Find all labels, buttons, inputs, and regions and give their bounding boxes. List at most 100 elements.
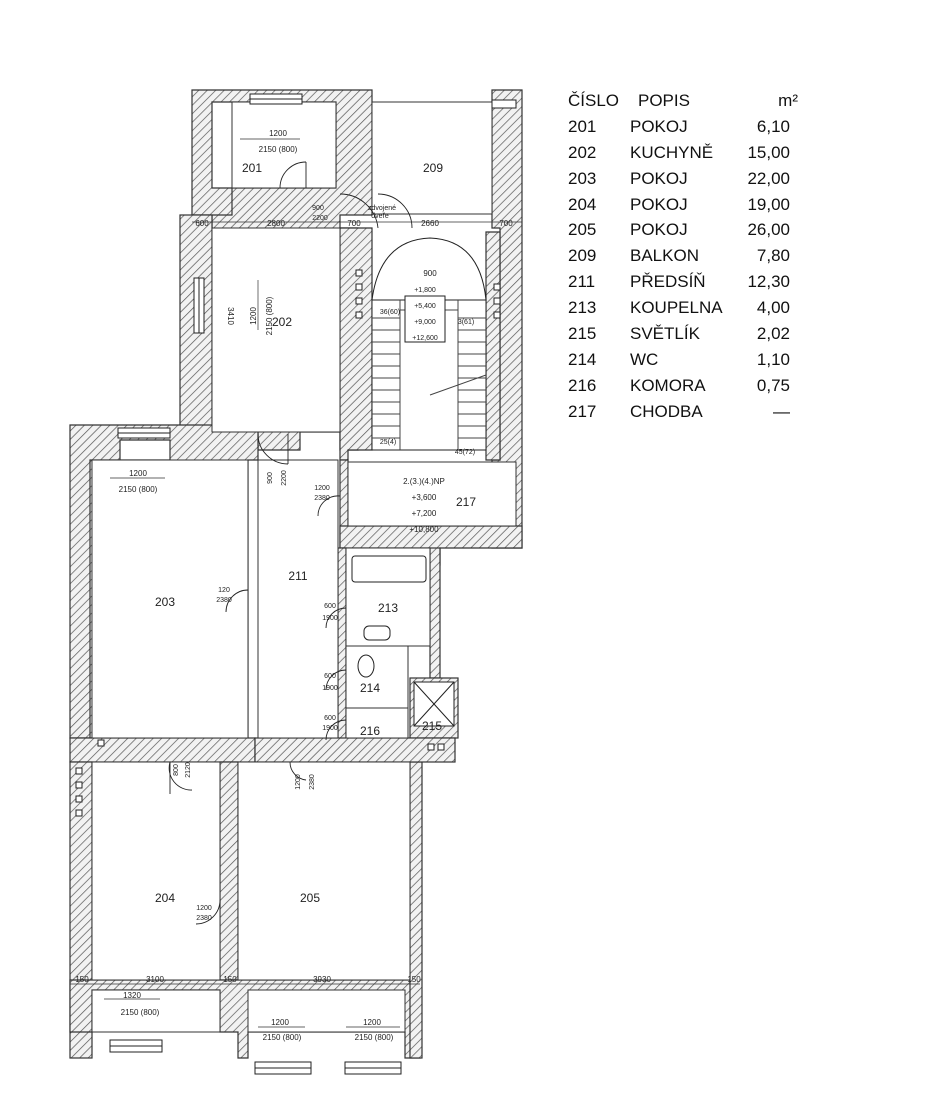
- legend-num: 205: [568, 220, 597, 240]
- legend-desc: KOMORA: [630, 375, 706, 395]
- wall-bottom-211: [254, 737, 456, 763]
- wall-bath-right: [429, 547, 441, 679]
- legend-area: —: [773, 401, 790, 421]
- dim-label: 2150 (800): [355, 1033, 394, 1042]
- dim-label: 2150 (800): [119, 485, 158, 494]
- legend-num: 216: [568, 375, 597, 395]
- room-floor-203: [91, 459, 249, 739]
- dim-label: 1200: [271, 1018, 289, 1027]
- dim-label: 3410: [226, 307, 235, 325]
- room-floor-204b: [91, 989, 221, 1033]
- dim-label: 1200: [363, 1018, 381, 1027]
- dim-label: 3100: [146, 975, 164, 984]
- legend-row: 204 POKOJ 19,00: [568, 192, 808, 218]
- legend-area: 0,75: [756, 375, 790, 395]
- dim-label: 2380: [314, 495, 330, 502]
- dim-label: +12,600: [412, 335, 438, 342]
- room-label-214: 214: [360, 681, 380, 695]
- legend-num: 209: [568, 246, 597, 266]
- dim-label: 2200: [312, 215, 328, 222]
- room-label-213: 213: [378, 601, 398, 615]
- room-label-217: 217: [456, 495, 476, 509]
- room-floor-209: [371, 101, 493, 215]
- legend-area: 7,80: [756, 246, 790, 266]
- dim-label: 1900: [322, 615, 338, 622]
- legend-area: 26,00: [747, 220, 790, 240]
- legend-area: 6,10: [756, 116, 790, 136]
- dim-label: 600: [195, 219, 209, 228]
- dim-label: 1200: [129, 469, 147, 478]
- legend-area: 1,10: [756, 349, 790, 369]
- legend-desc: KUCHYNĚ: [630, 142, 714, 162]
- room-label-211: 211: [288, 569, 307, 583]
- dim-label: 2380: [196, 915, 212, 922]
- legend-desc: POKOJ: [630, 116, 688, 136]
- bath-fixtures: [351, 555, 455, 727]
- dimension-labels: 1200 2150 (800) 600 2800 700 2660 700 90…: [75, 129, 513, 1042]
- room-label-215: 215: [422, 719, 442, 733]
- legend-num: 202: [568, 142, 597, 162]
- legend-area: 2,02: [756, 324, 790, 344]
- dim-label: +1,800: [414, 287, 436, 294]
- legend-row: 216 KOMORA 0,75: [568, 373, 808, 399]
- legend-desc: POKOJ: [630, 194, 688, 214]
- legend-num: 203: [568, 168, 597, 188]
- dimension-lines: [70, 138, 522, 1028]
- dim-label: 36(60): [380, 309, 400, 316]
- dim-label: 900: [423, 269, 437, 278]
- dim-label: 800: [173, 764, 180, 776]
- dim-label: +9,000: [414, 319, 436, 326]
- dim-label: 1200: [295, 774, 302, 790]
- windows: [109, 93, 517, 1075]
- legend-area: 15,00: [747, 142, 790, 162]
- legend-num: 204: [568, 194, 597, 214]
- legend-desc: PŘEDSÍŇ: [630, 272, 706, 292]
- room-floor-204: [91, 761, 221, 981]
- room-label-204: 204: [155, 891, 175, 905]
- dim-label: 1200: [196, 905, 212, 912]
- room-label-205: 205: [300, 891, 320, 905]
- legend-row: 202 KUCHYNĚ 15,00: [568, 140, 808, 166]
- dim-label: 150: [75, 975, 89, 984]
- room-label-209: 209: [423, 161, 443, 175]
- dim-label: 900: [312, 205, 324, 212]
- dim-label: zdvojené: [368, 205, 396, 212]
- legend-desc: KOUPELNA: [630, 298, 723, 318]
- legend-header-desc: POPIS: [638, 91, 690, 110]
- dim-label: +7,200: [412, 509, 437, 518]
- dim-label: 2380: [216, 597, 232, 604]
- legend-num: 213: [568, 298, 597, 318]
- dim-label: 25(4): [380, 439, 396, 446]
- dim-label: 1900: [322, 685, 338, 692]
- room-floor-211: [257, 459, 339, 739]
- room-floor-214: [345, 645, 409, 709]
- dim-label: 2.(3.)(4.)NP: [403, 477, 445, 486]
- wall-205-right: [409, 761, 423, 1059]
- dim-label: 150: [407, 975, 421, 984]
- doors: [168, 161, 413, 925]
- room-floor-216: [345, 707, 409, 739]
- room-label-201: 201: [242, 161, 262, 175]
- dim-label: 3(61): [458, 319, 474, 326]
- markers: [75, 269, 501, 817]
- legend-num: 201: [568, 116, 597, 136]
- legend-area: 22,00: [747, 168, 790, 188]
- legend-area: 19,00: [747, 194, 790, 214]
- floor-plan: 201 202 209 203 211 217 213 214 215 216 …: [69, 89, 523, 1075]
- dim-label: 1320: [123, 991, 141, 1000]
- legend-header-num: ČÍSLO: [568, 91, 620, 110]
- toilet: [357, 654, 375, 678]
- dim-label: 2150 (800): [265, 296, 274, 335]
- dim-label: 2120: [185, 762, 192, 778]
- dim-label: 1200: [269, 129, 287, 138]
- wall-stair: [339, 227, 373, 461]
- wall-stair-right: [485, 231, 501, 461]
- dim-label: 600: [324, 603, 336, 610]
- sink: [363, 625, 391, 641]
